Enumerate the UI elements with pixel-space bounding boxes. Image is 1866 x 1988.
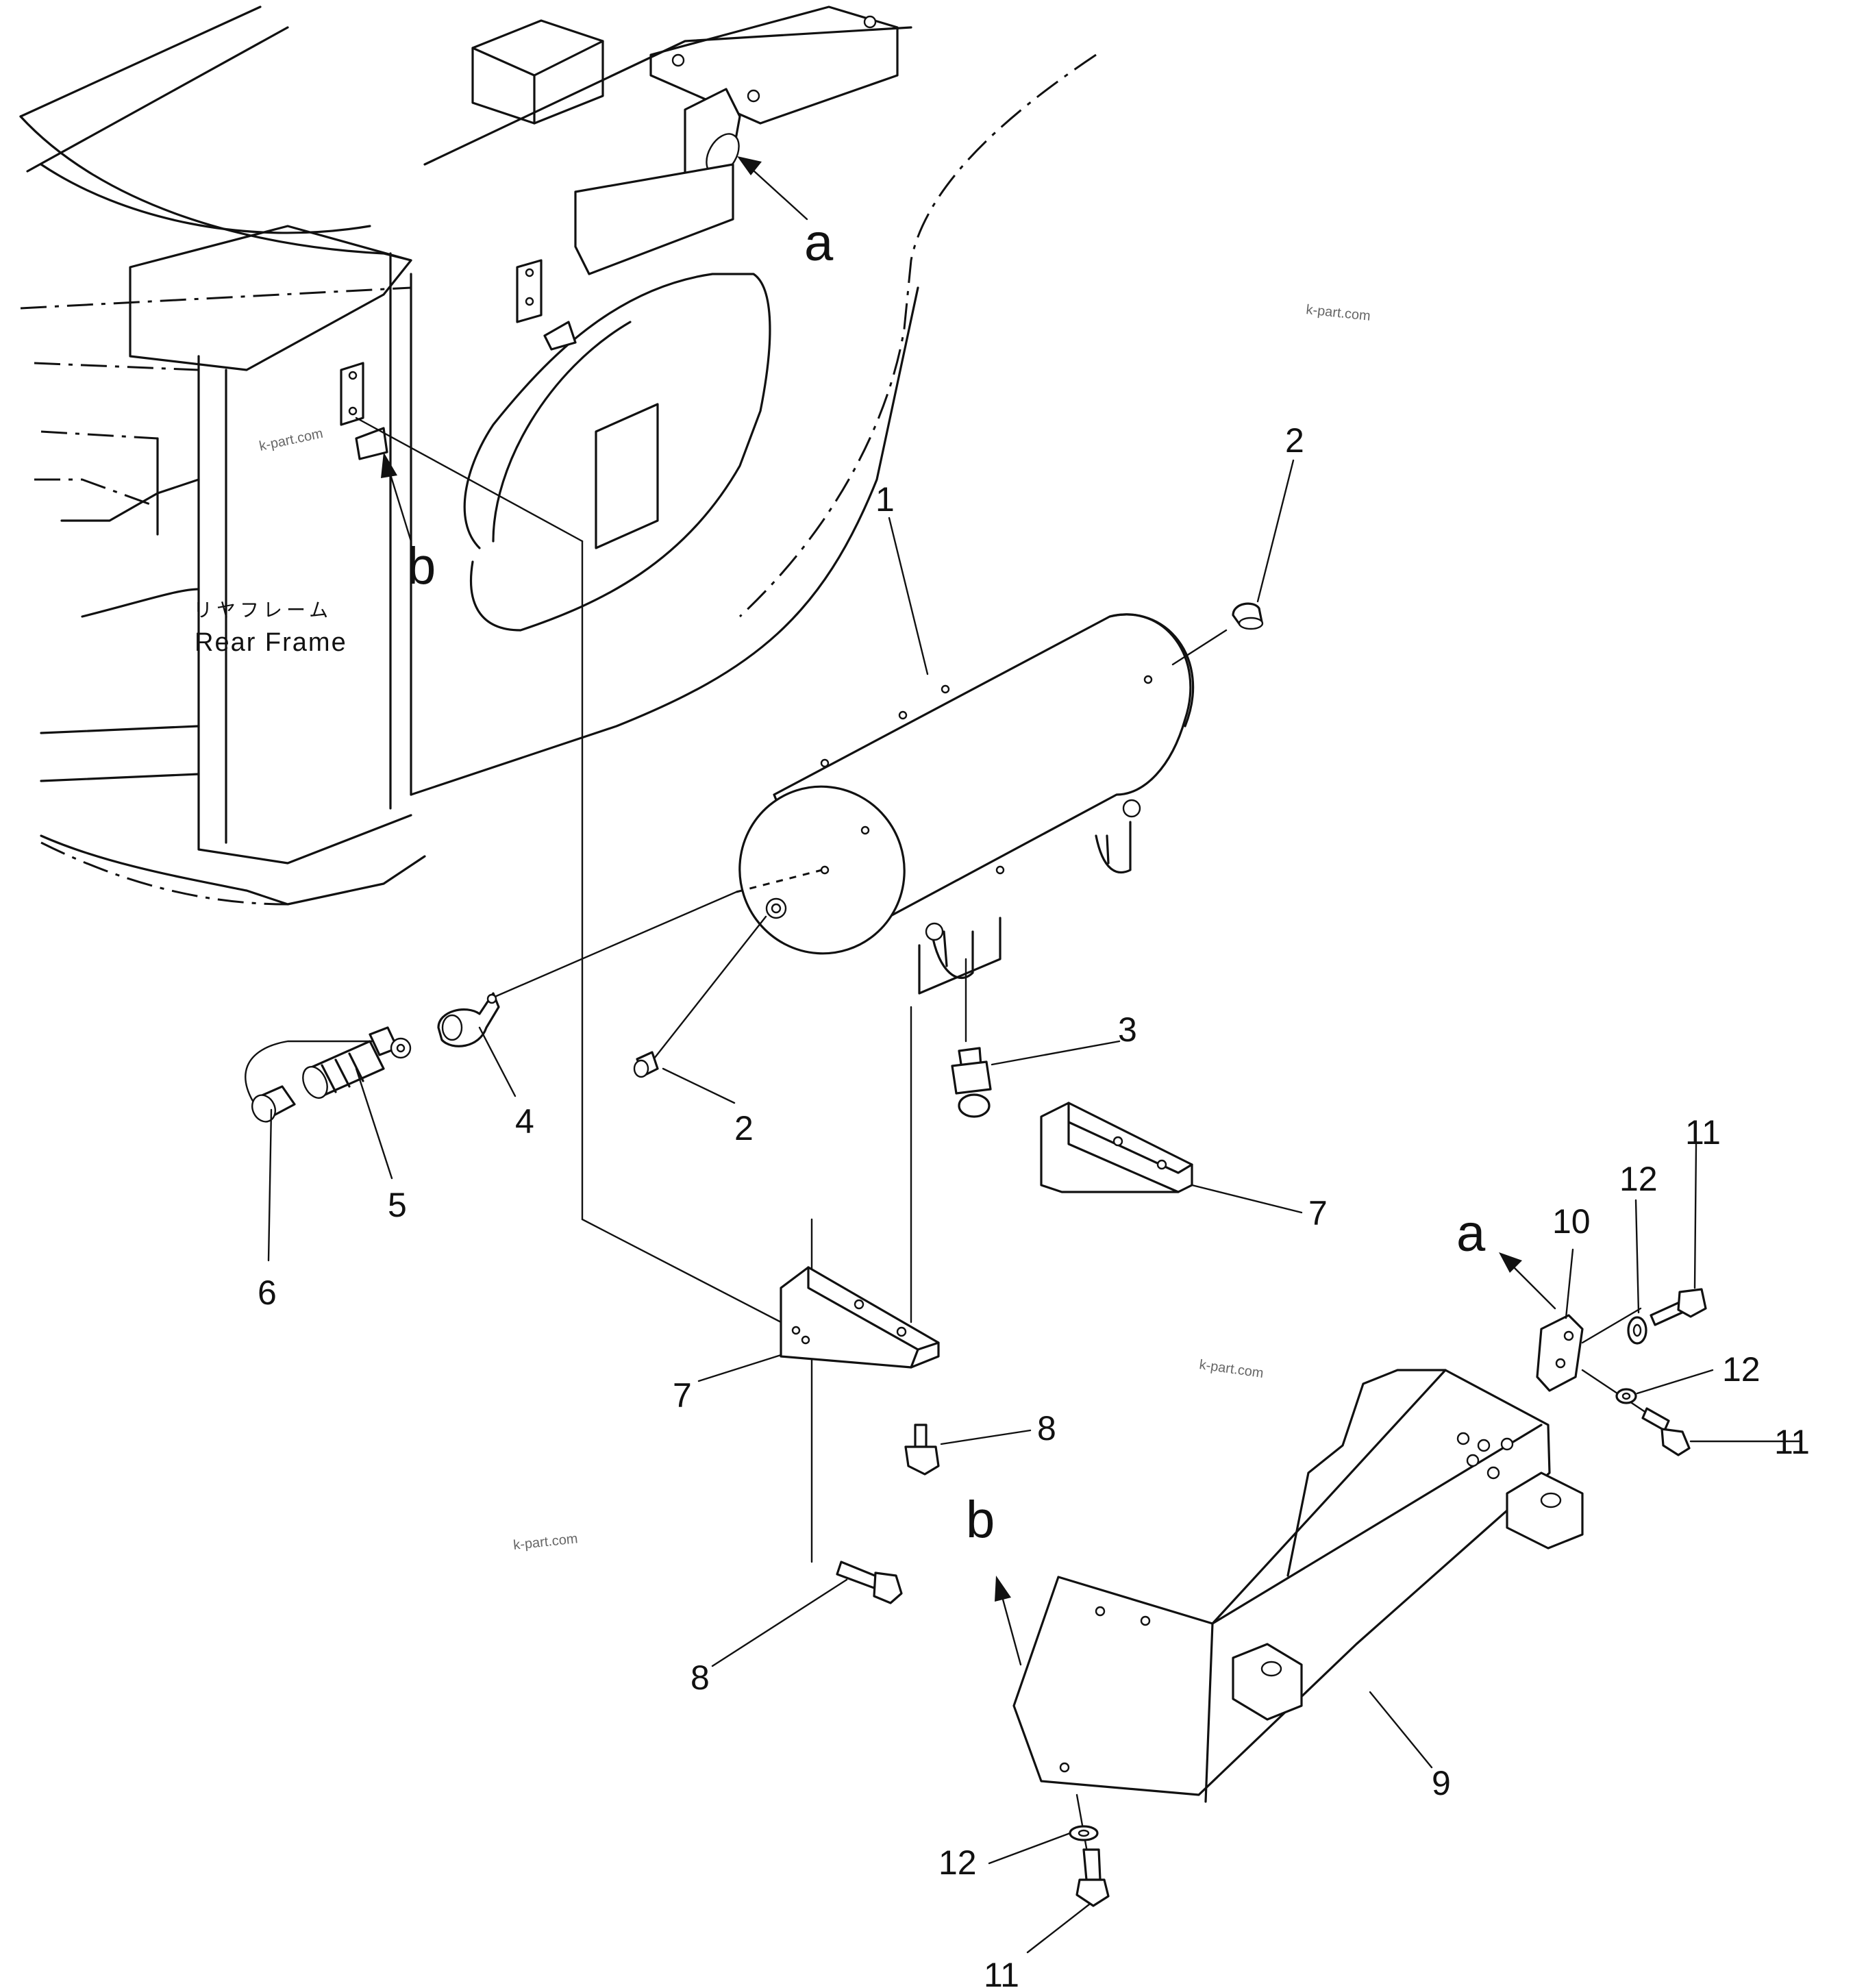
bracket-left (780, 1266, 940, 1369)
watermark-3: k-part.com (1198, 1357, 1265, 1381)
plug-left (633, 1051, 659, 1078)
frame-label-en: Rear Frame (195, 628, 347, 657)
callout-4: 4 (515, 1102, 534, 1141)
callout-11-bottom: 11 (984, 1956, 1019, 1988)
bracket-right (1040, 1102, 1193, 1193)
callout-9: 9 (1432, 1764, 1451, 1802)
callout-7-left: 7 (673, 1376, 692, 1415)
callout-5: 5 (388, 1186, 407, 1224)
bolt-11-mid (1641, 1407, 1691, 1456)
ref-a-bracket: a (1456, 1204, 1486, 1263)
plug-right (1232, 602, 1264, 630)
drain-valve (951, 1047, 992, 1118)
callout-11-top: 11 (1685, 1113, 1721, 1152)
rear-frame (19, 5, 1097, 906)
callout-8-lower: 8 (691, 1658, 710, 1697)
ref-b-guard: b (966, 1491, 995, 1549)
watermark-1: k-part.com (1305, 302, 1371, 324)
callout-12-mid: 12 (1722, 1350, 1761, 1389)
callout-1: 1 (875, 480, 895, 519)
callout-12-top: 12 (1619, 1160, 1658, 1198)
callout-3: 3 (1118, 1010, 1137, 1049)
coupler (302, 1026, 399, 1099)
watermark-2: k-part.com (258, 426, 324, 454)
bolt-11-bottom (1075, 1848, 1110, 1907)
callout-6: 6 (258, 1273, 277, 1312)
guard (1012, 1369, 1584, 1803)
washer-12-bottom (1069, 1825, 1099, 1841)
ref-b-frame: b (407, 537, 436, 595)
callout-2-right: 2 (1285, 421, 1304, 460)
callout-12-bottom: 12 (938, 1843, 977, 1882)
callout-8-upper: 8 (1037, 1409, 1056, 1447)
callout-11-mid: 11 (1774, 1423, 1810, 1461)
assembly-lines (245, 417, 1645, 1865)
bolt-upper (904, 1424, 940, 1476)
air-tank (738, 613, 1195, 995)
ref-a-frame: a (804, 214, 834, 272)
reference-arrows (381, 156, 1556, 1666)
callout-7-right: 7 (1308, 1194, 1328, 1232)
dust-cap (251, 1037, 412, 1123)
frame-label-jp: リヤフレーム (193, 599, 332, 621)
washer-12-mid (1615, 1388, 1637, 1404)
bolt-lower (836, 1561, 903, 1604)
elbow-fitting (437, 992, 500, 1047)
callout-2-left: 2 (734, 1109, 754, 1147)
callout-leaders (267, 459, 1800, 1954)
small-bracket (1536, 1314, 1584, 1392)
watermark-4: k-part.com (512, 1531, 578, 1553)
bolt-11-top (1650, 1288, 1707, 1326)
washer-12-top (1627, 1316, 1647, 1345)
callout-10: 10 (1552, 1202, 1591, 1241)
